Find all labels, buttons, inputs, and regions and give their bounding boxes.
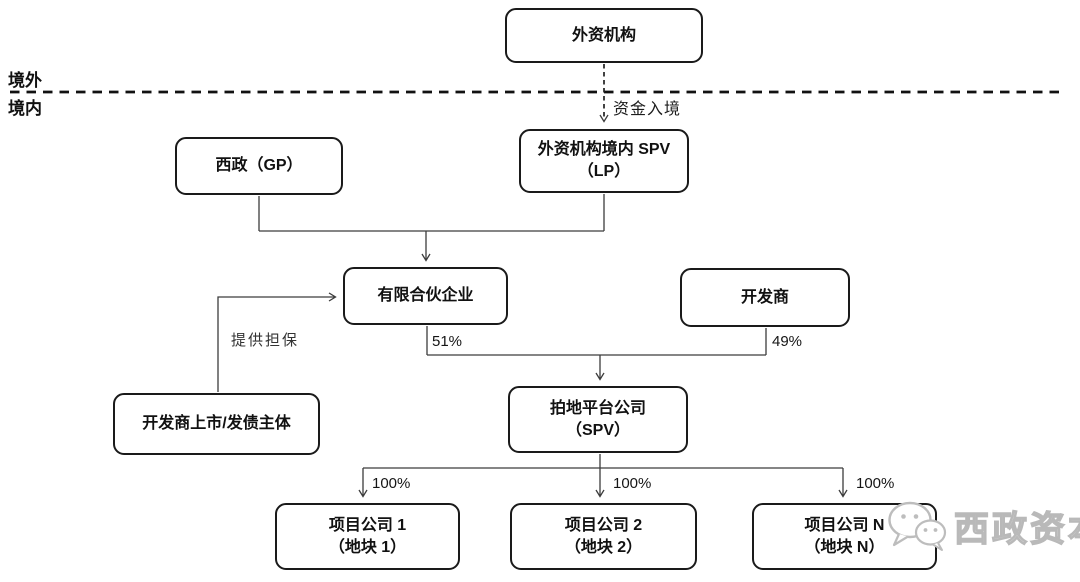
node-developer-bond-issuer: 开发商上市/发债主体	[113, 393, 320, 455]
platform-to-projects-connector	[363, 454, 843, 496]
region-label-offshore: 境外	[8, 71, 42, 90]
node-land-platform-spv: 拍地平台公司 （SPV）	[508, 386, 688, 453]
edge-label-capital-inflow: 资金入境	[613, 101, 682, 118]
node-label: （地块 2）	[564, 538, 643, 556]
node-foreign-institution: 外资机构	[505, 8, 703, 63]
node-label: 西政（GP）	[215, 157, 303, 175]
node-label: （SPV）	[565, 421, 631, 439]
watermark-brand-text: 西政资本	[953, 509, 1080, 549]
region-label-onshore: 境内	[8, 99, 42, 118]
edge-label-100pct-n: 100%	[856, 475, 895, 492]
node-label: 项目公司 2	[564, 516, 643, 534]
node-label: 项目公司 N	[804, 516, 885, 534]
node-label: （地块 N）	[804, 538, 885, 556]
node-label: 拍地平台公司	[549, 399, 646, 417]
edge-label-49pct: 49%	[772, 333, 803, 350]
guarantee-arrow	[217, 297, 335, 392]
edge-label-51pct: 51%	[432, 333, 463, 350]
edge-label-100pct-2: 100%	[613, 475, 652, 492]
node-label: 项目公司 1	[328, 516, 407, 534]
node-label: 外资机构境内 SPV	[537, 141, 671, 159]
node-label: 有限合伙企业	[377, 287, 474, 305]
wechat-icon	[888, 501, 947, 551]
node-project-company-2: 项目公司 2 （地块 2）	[510, 503, 697, 570]
node-label: 开发商上市/发债主体	[142, 415, 291, 433]
node-xizheng-gp: 西政（GP）	[175, 137, 343, 195]
edge-label-100pct-1: 100%	[372, 475, 411, 492]
node-domestic-spv-lp: 外资机构境内 SPV （LP）	[519, 129, 689, 193]
node-developer: 开发商	[680, 268, 850, 327]
node-label: （LP）	[577, 163, 631, 180]
gp-lp-to-partnership-connector	[258, 194, 605, 260]
edge-label-guarantee: 提供担保	[231, 332, 300, 349]
node-limited-partnership: 有限合伙企业	[343, 267, 508, 325]
stakes-to-platform-connector	[426, 326, 767, 379]
node-label: 外资机构	[571, 26, 636, 44]
watermark: 西政资本	[886, 499, 1080, 553]
node-label: （地块 1）	[328, 538, 407, 556]
node-label: 开发商	[740, 288, 789, 306]
node-project-company-1: 项目公司 1 （地块 1）	[275, 503, 460, 570]
